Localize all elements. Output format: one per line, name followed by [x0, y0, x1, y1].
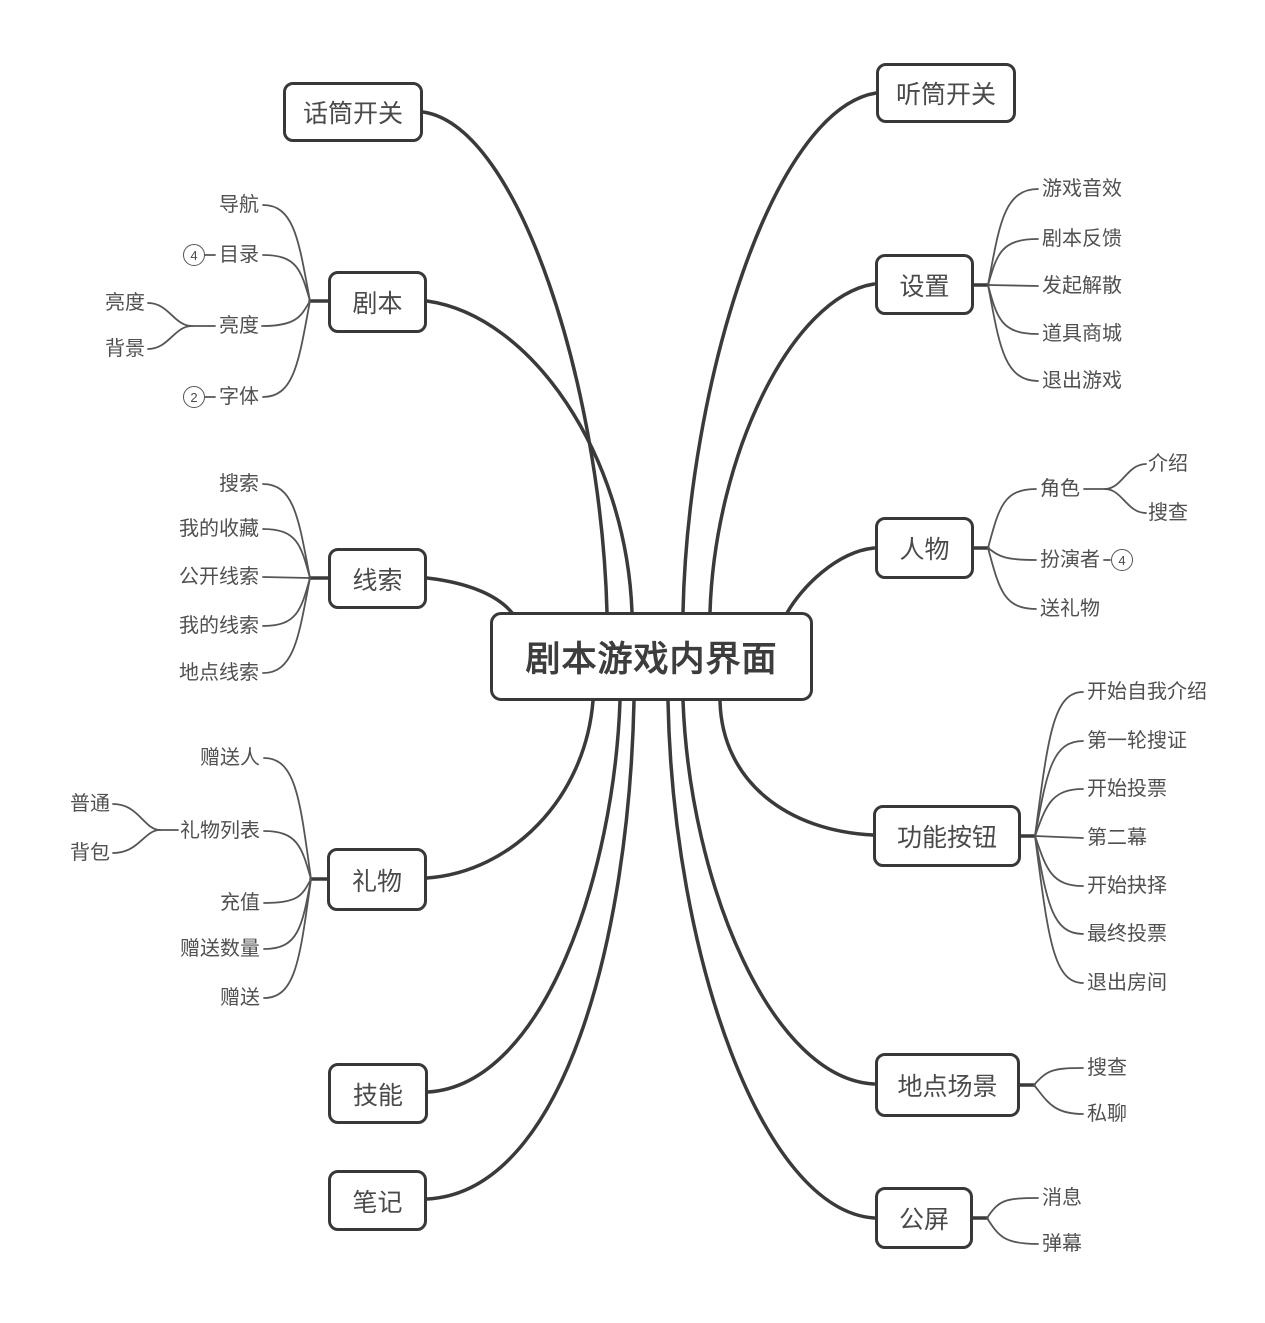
clue-label: 线索	[352, 566, 403, 595]
function-buttons-label: 功能按钮	[896, 824, 997, 852]
node-center-topic[interactable]: 剧本游戏内界面	[490, 612, 813, 701]
node-gift[interactable]: 礼物	[327, 848, 427, 911]
leaf-script-feedback[interactable]: 剧本反馈	[1042, 228, 1122, 250]
leaf-gift-backpack[interactable]: 背包	[70, 842, 110, 864]
node-note[interactable]: 笔记	[328, 1170, 427, 1231]
gift-label: 礼物	[351, 867, 402, 896]
leaf-recharge[interactable]: 充值	[220, 892, 260, 914]
leaf-self-intro[interactable]: 开始自我介绍	[1087, 681, 1207, 703]
node-character[interactable]: 人物	[875, 517, 974, 579]
leaf-public-clues[interactable]: 公开线索	[179, 566, 259, 588]
leaf-role[interactable]: 角色	[1040, 478, 1080, 500]
leaf-my-clues[interactable]: 我的线索	[179, 615, 259, 637]
settings-label: 设置	[899, 272, 950, 301]
catalog-count-badge[interactable]: 4	[183, 244, 205, 266]
leaf-disband[interactable]: 发起解散	[1042, 275, 1122, 297]
node-script[interactable]: 剧本	[328, 271, 427, 333]
leaf-role-investigate[interactable]: 搜查	[1148, 502, 1188, 524]
leaf-gift-normal[interactable]: 普通	[70, 793, 110, 815]
player-count-badge[interactable]: 4	[1111, 549, 1133, 571]
leaf-location-clues[interactable]: 地点线索	[179, 662, 259, 684]
skill-label: 技能	[352, 1081, 403, 1110]
node-skill[interactable]: 技能	[328, 1063, 428, 1124]
leaf-exit-room[interactable]: 退出房间	[1087, 972, 1167, 994]
leaf-brightness-sub[interactable]: 亮度	[105, 292, 145, 314]
leaf-catalog[interactable]: 目录	[219, 244, 259, 266]
node-settings[interactable]: 设置	[875, 254, 974, 315]
node-mic-switch[interactable]: 话筒开关	[283, 82, 423, 142]
center-topic-label: 剧本游戏内界面	[525, 640, 778, 679]
leaf-give[interactable]: 赠送	[220, 987, 260, 1009]
node-location-scene[interactable]: 地点场景	[875, 1053, 1020, 1117]
leaf-game-sound[interactable]: 游戏音效	[1042, 178, 1122, 200]
font-count-badge[interactable]: 2	[183, 386, 205, 408]
leaf-nav[interactable]: 导航	[219, 194, 259, 216]
leaf-prop-shop[interactable]: 道具商城	[1042, 323, 1122, 345]
leaf-message[interactable]: 消息	[1042, 1187, 1082, 1209]
leaf-brightness[interactable]: 亮度	[219, 315, 259, 337]
leaf-my-collection[interactable]: 我的收藏	[179, 518, 259, 540]
leaf-final-vote[interactable]: 最终投票	[1087, 923, 1167, 945]
mic-switch-label: 话筒开关	[302, 100, 403, 128]
leaf-private-chat[interactable]: 私聊	[1087, 1103, 1127, 1125]
public-screen-label: 公屏	[898, 1206, 949, 1234]
leaf-search[interactable]: 搜索	[219, 473, 259, 495]
earpiece-switch-label: 听筒开关	[895, 81, 996, 109]
note-label: 笔记	[352, 1188, 403, 1217]
leaf-player[interactable]: 扮演者	[1040, 549, 1100, 571]
leaf-start-vote[interactable]: 开始投票	[1087, 778, 1167, 800]
leaf-gift-list[interactable]: 礼物列表	[180, 820, 260, 842]
leaf-role-intro[interactable]: 介绍	[1148, 453, 1188, 475]
leaf-scene-investigate[interactable]: 搜查	[1087, 1057, 1127, 1079]
leaf-gift-quantity[interactable]: 赠送数量	[180, 938, 260, 960]
leaf-exit-game[interactable]: 退出游戏	[1042, 370, 1122, 392]
leaf-start-choice[interactable]: 开始抉择	[1087, 875, 1167, 897]
leaf-first-search[interactable]: 第一轮搜证	[1087, 730, 1187, 752]
leaf-second-act[interactable]: 第二幕	[1087, 827, 1147, 849]
leaf-background[interactable]: 背景	[105, 338, 145, 360]
character-label: 人物	[899, 536, 950, 564]
script-label: 剧本	[352, 290, 403, 318]
leaf-giver[interactable]: 赠送人	[200, 747, 260, 769]
location-scene-label: 地点场景	[897, 1073, 998, 1101]
node-public-screen[interactable]: 公屏	[875, 1187, 973, 1249]
node-earpiece-switch[interactable]: 听筒开关	[876, 63, 1016, 123]
node-function-buttons[interactable]: 功能按钮	[873, 805, 1021, 867]
leaf-font-setting[interactable]: 字体	[219, 386, 259, 408]
leaf-danmaku[interactable]: 弹幕	[1042, 1233, 1082, 1255]
leaf-send-gift[interactable]: 送礼物	[1040, 598, 1100, 620]
node-clue[interactable]: 线索	[328, 548, 427, 609]
